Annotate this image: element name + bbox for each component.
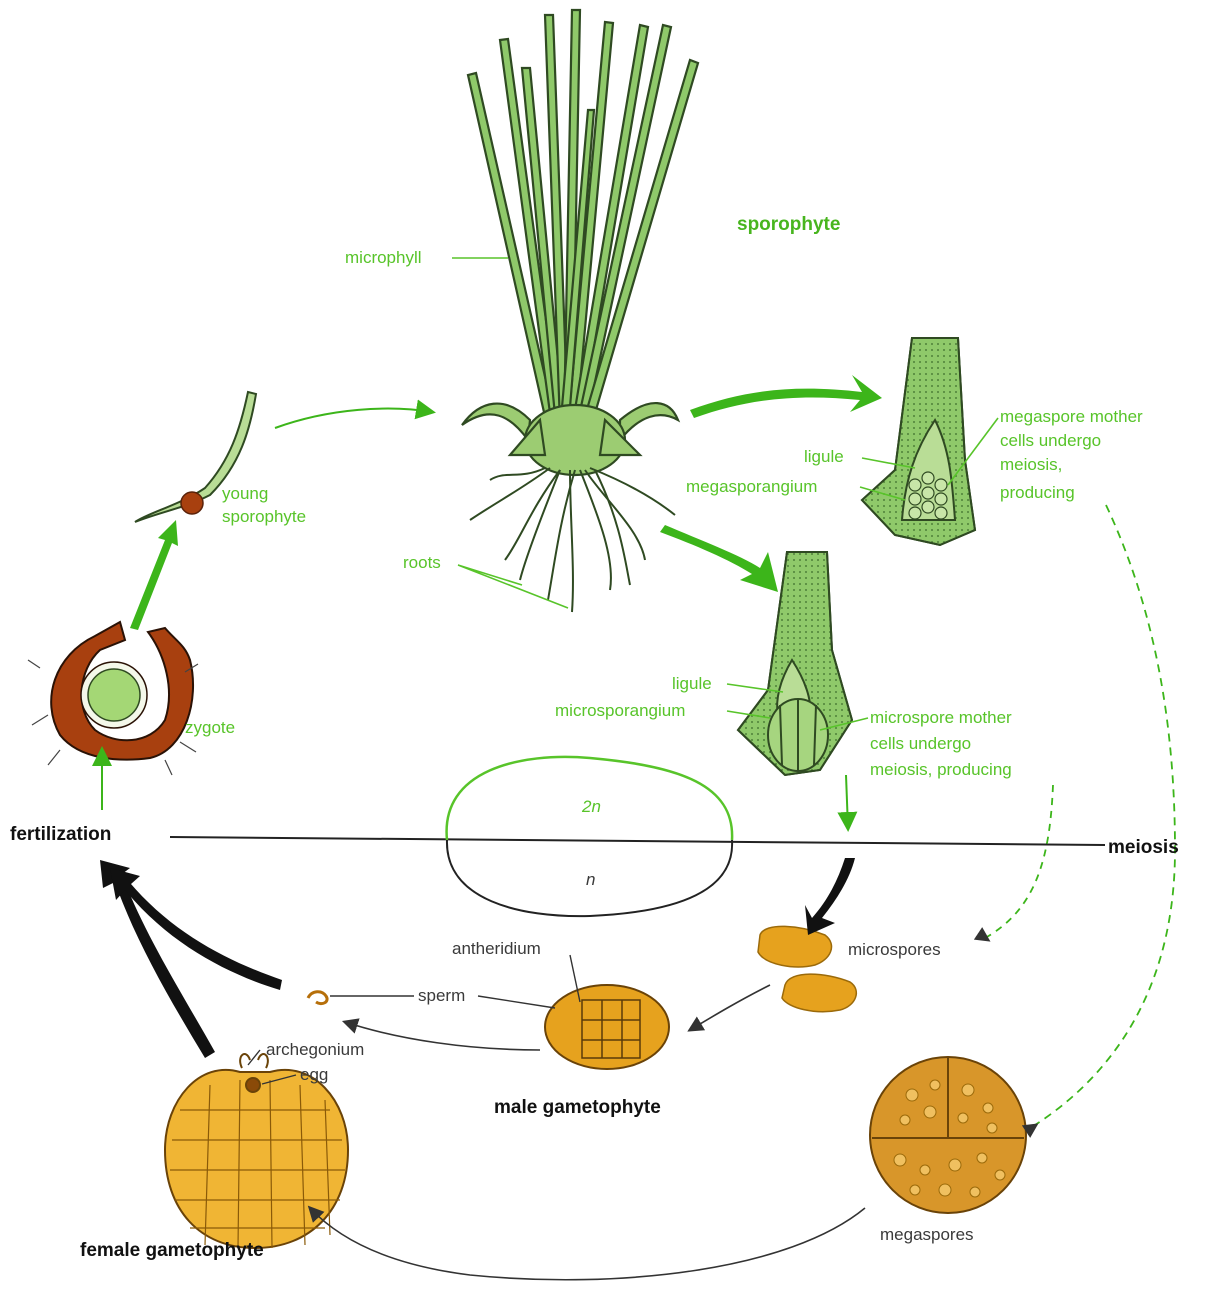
megasporophyll <box>860 337 977 547</box>
label-micro-note-3: meiosis, producing <box>870 760 1012 779</box>
female-gametophyte-drawing <box>163 1053 350 1250</box>
sperm-to-fertilization-arrow <box>110 868 282 990</box>
diagram-labels: sporophyte microphyll roots young sporop… <box>10 214 1179 1261</box>
micro-meiosis-arrow <box>837 774 858 832</box>
leader-lines <box>452 257 999 731</box>
label-ligule-mega: ligule <box>804 447 844 466</box>
stem-base <box>461 402 681 477</box>
label-mega-note-3: meiosis, <box>1000 455 1062 474</box>
zygote-to-young-arrow <box>130 520 178 630</box>
cycle-arrows <box>92 375 1176 1281</box>
female-to-fertilization-arrow <box>100 860 215 1058</box>
young-to-sporophyte-arrow <box>274 399 436 429</box>
microspore-to-male-arrow <box>687 984 771 1032</box>
young-sporophyte <box>134 390 258 523</box>
label-zygote: zygote <box>185 718 235 737</box>
megaspore-to-female-arrow <box>307 1205 866 1281</box>
male-gametophyte-drawing <box>544 984 670 1070</box>
megaspore-cells <box>908 471 948 520</box>
haploid-diploid-divider <box>169 836 1106 846</box>
microspore-dashed-path-green <box>984 784 1054 939</box>
label-male-gametophyte: male gametophyte <box>494 1097 661 1118</box>
label-mega-note-4: producing <box>1000 483 1075 502</box>
male-to-female-arrow <box>341 1018 541 1051</box>
label-n: n <box>586 870 595 889</box>
label-fertilization: fertilization <box>10 824 111 845</box>
ploidy-zone <box>169 755 1106 918</box>
zygote-archegonium <box>27 620 199 776</box>
haploid-ellipse-half <box>445 839 734 918</box>
label-female-gametophyte: female gametophyte <box>80 1240 264 1261</box>
label-2n: 2n <box>581 797 601 816</box>
label-roots: roots <box>403 553 441 572</box>
megaspore-dashed-path <box>1034 504 1176 1126</box>
label-microphyll: microphyll <box>345 248 422 267</box>
label-young-1: young <box>222 484 268 503</box>
label-antheridium: antheridium <box>452 939 541 958</box>
sporophyte-plant <box>461 8 700 613</box>
meiosis-to-microspores-arrow <box>805 858 855 935</box>
label-megaspores: megaspores <box>880 1225 974 1244</box>
label-micro-note-2: cells undergo <box>870 734 971 753</box>
label-mega-note-1: megaspore mother <box>1000 407 1143 426</box>
sporophyte-to-micro-arrow <box>660 525 778 592</box>
label-mega-note-2: cells undergo <box>1000 431 1101 450</box>
diploid-ellipse-half <box>445 755 734 841</box>
label-microspores: microspores <box>848 940 941 959</box>
sperm-drawing <box>306 990 329 1006</box>
label-megasporangium: megasporangium <box>686 477 817 496</box>
sporophyte-to-mega-arrow <box>690 375 882 418</box>
label-sperm: sperm <box>418 986 465 1005</box>
label-archegonium: archegonium <box>266 1040 364 1059</box>
label-microsporangium: microsporangium <box>555 701 685 720</box>
label-young-2: sporophyte <box>222 507 306 526</box>
megaspore-drawing <box>869 1056 1027 1214</box>
gametophyte-leaders <box>247 954 581 1085</box>
microspores-drawing <box>757 925 858 1013</box>
microsporophyll <box>736 551 854 777</box>
label-micro-note-1: microspore mother <box>870 708 1012 727</box>
label-egg: egg <box>300 1065 328 1084</box>
microphyll-leaves <box>466 8 700 439</box>
label-ligule-micro: ligule <box>672 674 712 693</box>
root-system <box>469 467 676 613</box>
label-sporophyte: sporophyte <box>737 214 840 235</box>
label-meiosis: meiosis <box>1108 837 1179 858</box>
